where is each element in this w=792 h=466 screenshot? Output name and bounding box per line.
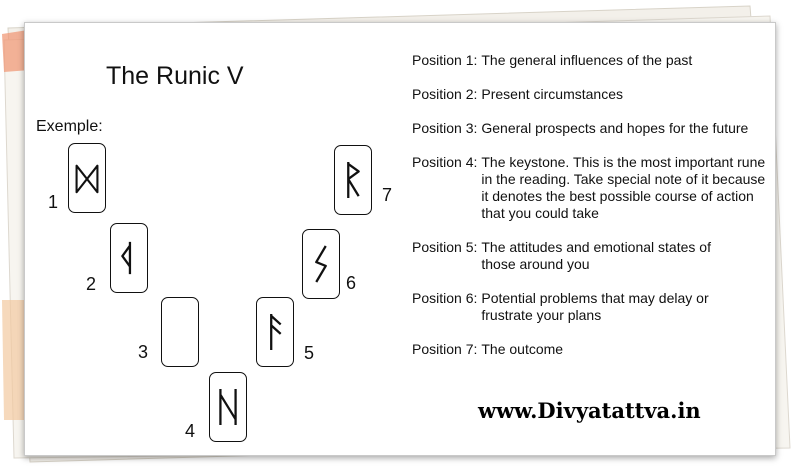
- position-text: Potential problems that may delay or fru…: [481, 290, 709, 323]
- rune-4-hagalaz: [209, 372, 247, 442]
- position-item-5: Position 5: The attitudes and emotional …: [412, 239, 772, 273]
- spread-title: The Runic V: [106, 62, 244, 90]
- position-text: General prospects and hopes for the futu…: [481, 120, 749, 136]
- position-list: Position 1: The general influences of th…: [412, 52, 772, 358]
- position-item-6: Position 6: Potential problems that may …: [412, 290, 772, 324]
- example-label: Exemple:: [36, 118, 103, 135]
- position-item-3: Position 3: General prospects and hopes …: [412, 120, 772, 137]
- runic-spread-card: [24, 22, 776, 456]
- position-text: The general influences of the past: [481, 52, 693, 68]
- position-label: Position 7:: [412, 341, 478, 357]
- position-label: Position 1:: [412, 52, 478, 68]
- rune-3-blank: [161, 297, 199, 367]
- position-text: The keystone. This is the most important…: [481, 154, 766, 221]
- rune-number-5: 5: [304, 343, 315, 363]
- rune-number-3: 3: [138, 342, 149, 362]
- rune-6-sowilo: [302, 229, 340, 299]
- position-text: Present circumstances: [481, 86, 623, 102]
- rune-number-1: 1: [48, 192, 59, 212]
- position-text: The outcome: [481, 341, 564, 357]
- rune-5-ansuz: [256, 297, 294, 367]
- rune-number-6: 6: [346, 273, 357, 293]
- position-label: Position 5:: [412, 239, 478, 255]
- position-item-7: Position 7: The outcome: [412, 341, 772, 358]
- position-label: Position 4:: [412, 154, 478, 170]
- rune-number-7: 7: [382, 185, 393, 205]
- position-item-1: Position 1: The general influences of th…: [412, 52, 772, 69]
- rune-number-4: 4: [185, 421, 196, 441]
- website-watermark: www.Divyatattva.in: [478, 398, 701, 423]
- rune-1-dagaz: [68, 143, 106, 213]
- position-label: Position 3:: [412, 120, 478, 136]
- rune-number-2: 2: [86, 274, 97, 294]
- position-label: Position 2:: [412, 86, 478, 102]
- position-text: The attitudes and emotional states of th…: [481, 239, 711, 272]
- position-item-4: Position 4: The keystone. This is the mo…: [412, 154, 772, 222]
- position-label: Position 6:: [412, 290, 478, 306]
- position-item-2: Position 2: Present circumstances: [412, 86, 772, 103]
- rune-2-ansuz-reversed: [110, 223, 148, 293]
- rune-7-raido: [334, 145, 372, 215]
